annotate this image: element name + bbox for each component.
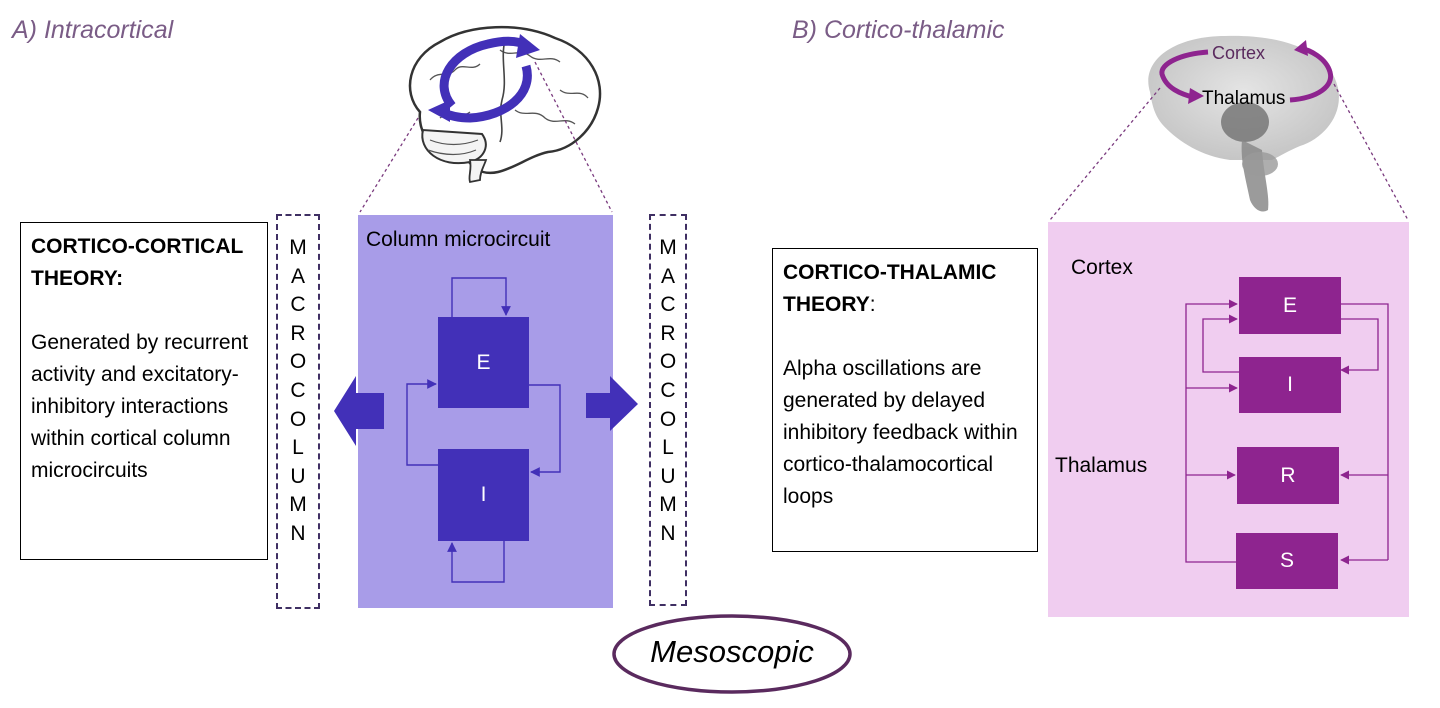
theory-heading-colon: : bbox=[869, 293, 876, 316]
node-e: E bbox=[1239, 277, 1341, 334]
macro-letter: M bbox=[289, 236, 307, 259]
cortico-cortical-theory-box: CORTICO-CORTICAL THEORY: Generated by re… bbox=[20, 222, 268, 560]
macro-letter: C bbox=[660, 293, 676, 317]
mesoscopic-oval bbox=[612, 614, 852, 694]
macro-letter: U bbox=[290, 464, 306, 488]
panel-a-title: A) Intracortical bbox=[12, 16, 174, 44]
thalamic-loop-panel bbox=[1048, 222, 1409, 617]
macro-letter: A bbox=[290, 264, 305, 288]
macro-letter: C bbox=[290, 293, 306, 317]
thalamic-connections bbox=[1185, 299, 1389, 565]
node-i-inhibitory: I bbox=[438, 449, 529, 541]
macro-letter: N bbox=[660, 521, 676, 545]
macrocolumn-left: M A C R O C O L U M N bbox=[276, 214, 320, 609]
macro-letter: O bbox=[289, 350, 307, 374]
brain-label-thalamus: Thalamus bbox=[1202, 88, 1286, 109]
macro-letter: C bbox=[290, 378, 306, 402]
theory-body: Alpha oscillations are generated by dela… bbox=[783, 357, 1018, 508]
zoom-line-a-left bbox=[359, 117, 419, 213]
macrocolumn-right: M A C R O C O L U M N bbox=[649, 214, 687, 606]
column-microcircuit-label: Column microcircuit bbox=[366, 228, 551, 251]
node-e-excitatory: E bbox=[438, 317, 529, 408]
macro-letter: L bbox=[662, 436, 674, 460]
macro-letter: R bbox=[660, 321, 676, 345]
cortex-label: Cortex bbox=[1071, 256, 1133, 279]
macro-letter: L bbox=[292, 436, 304, 460]
brain-illustration-b bbox=[1148, 35, 1339, 212]
node-s: S bbox=[1236, 533, 1338, 589]
macro-letter: C bbox=[660, 378, 676, 402]
macro-letter: O bbox=[659, 407, 677, 431]
macro-letter: A bbox=[660, 264, 675, 288]
macro-letter: M bbox=[659, 236, 677, 259]
macro-letter: N bbox=[290, 521, 306, 545]
zoom-line-b-right bbox=[1333, 83, 1409, 221]
theory-heading-text: CORTICO-THALAMIC THEORY bbox=[783, 261, 997, 316]
panel-b-title: B) Cortico-thalamic bbox=[792, 16, 1005, 44]
column-connections bbox=[406, 277, 561, 583]
macro-letter: U bbox=[660, 464, 676, 488]
cortico-thalamic-theory-box: CORTICO-THALAMIC THEORY: Alpha oscillati… bbox=[772, 248, 1038, 552]
theory-heading: CORTICO-THALAMIC THEORY: bbox=[783, 257, 1027, 321]
theory-body: Generated by recurrent activity and exci… bbox=[31, 331, 249, 482]
left-block-arrow bbox=[334, 376, 384, 446]
brain-illustration-a bbox=[408, 25, 602, 184]
macro-letter: O bbox=[659, 350, 677, 374]
brain-label-cortex: Cortex bbox=[1212, 43, 1266, 63]
macro-letter: O bbox=[289, 407, 307, 431]
thalamus-label: Thalamus bbox=[1055, 454, 1148, 477]
node-i: I bbox=[1239, 357, 1341, 413]
macro-letter: M bbox=[289, 493, 307, 517]
theory-heading: CORTICO-CORTICAL THEORY: bbox=[31, 235, 243, 290]
column-microcircuit-panel bbox=[358, 215, 613, 608]
mesoscopic-label: Mesoscopic bbox=[650, 634, 814, 669]
node-r: R bbox=[1237, 447, 1339, 504]
macro-letter: R bbox=[290, 321, 306, 345]
macro-letter: M bbox=[659, 493, 677, 517]
right-block-arrow bbox=[586, 376, 638, 431]
zoom-line-b-left bbox=[1049, 87, 1161, 221]
zoom-line-a-right bbox=[534, 61, 613, 213]
